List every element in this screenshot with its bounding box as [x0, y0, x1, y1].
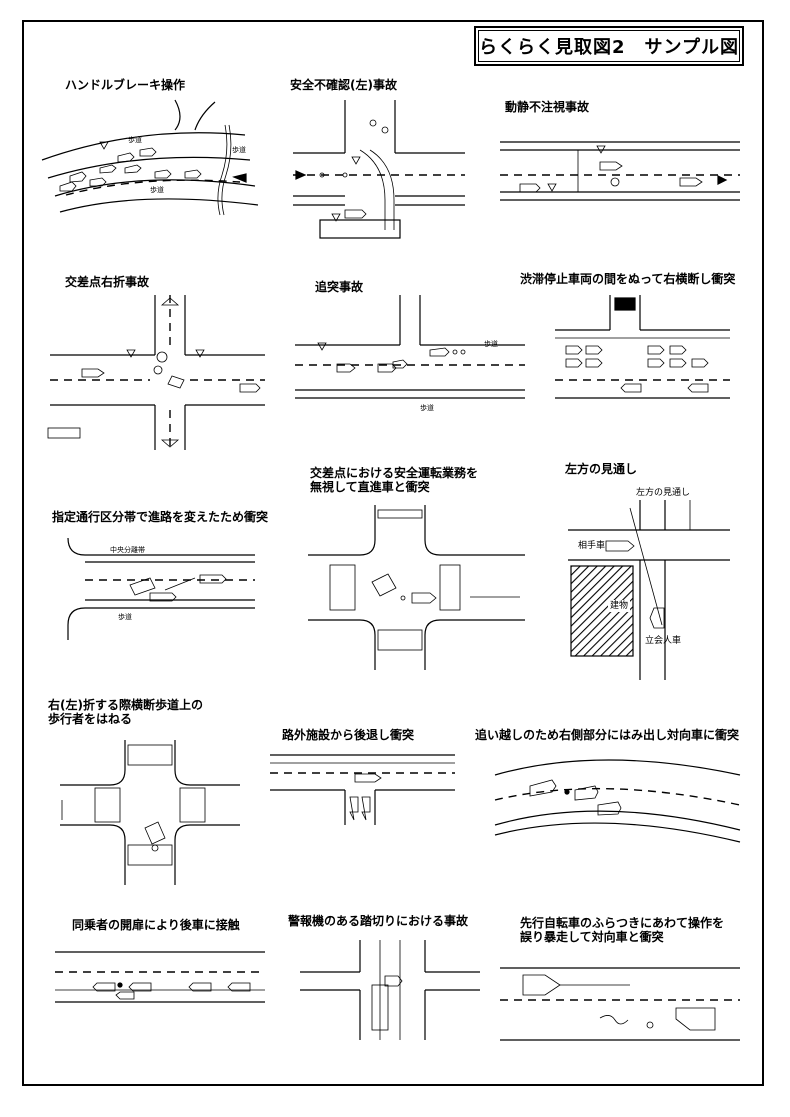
caption-bicycle-line2: 誤り暴走して対向車と衝突	[520, 930, 664, 944]
diagram-intersection-straight	[308, 505, 525, 670]
caption-left-check: 安全不確認(左)事故	[290, 78, 397, 92]
label-sidewalk-5b: 歩道	[420, 404, 434, 412]
label-building: 建物	[610, 601, 629, 611]
label-sidewalk-1b: 歩道	[150, 186, 164, 194]
caption-crosswalk-line1: 右(左)折する際横断歩道上の	[48, 698, 203, 712]
caption-intersection-line2: 無視して直進車と衝突	[310, 480, 430, 494]
diagram-railway-crossing	[300, 940, 480, 1040]
caption-overtake: 追い越しのため右側部分にはみ出し対向車に衝突	[475, 728, 740, 742]
diagram-reverse-facility	[270, 754, 455, 825]
label-sidewalk-5: 歩道	[484, 340, 498, 348]
label-visibility-note: 左方の見通し	[636, 488, 691, 498]
page-frame	[22, 20, 764, 1086]
caption-traffic-jam: 渋滞停止車両の間をぬって右横断し衝突	[520, 272, 736, 286]
diagram-right-turn	[47, 295, 265, 450]
diagram-door-open	[55, 951, 265, 1003]
caption-inattention: 動静不注視事故	[505, 100, 590, 114]
title-box: らくらく見取図2 サンプル図	[474, 26, 744, 66]
caption-left-visibility: 左方の見通し	[565, 462, 638, 476]
diagram-inattention	[500, 141, 740, 201]
diagram-crosswalk-pedestrian	[60, 740, 240, 885]
diagram-overtake	[494, 759, 741, 843]
caption-lane-change: 指定通行区分帯で進路を変えたため衝突	[52, 510, 269, 524]
diagram-lane-change	[67, 537, 255, 640]
caption-right-turn: 交差点右折事故	[65, 275, 150, 289]
diagram-handle-brake	[41, 99, 259, 216]
diagram-left-check	[293, 100, 465, 239]
caption-rear-end: 追突事故	[315, 280, 364, 294]
caption-crosswalk-line2: 歩行者をはねる	[48, 712, 133, 726]
caption-handle-brake: ハンドルブレーキ操作	[65, 78, 186, 92]
caption-door-open: 同乗者の開扉により後車に接触	[72, 918, 240, 932]
diagram-traffic-jam	[555, 295, 730, 399]
label-witness-vehicle: 立会人車	[645, 636, 682, 646]
diagram-left-visibility	[568, 500, 730, 680]
label-sidewalk-1a: 歩道	[128, 136, 142, 144]
label-other-vehicle: 相手車	[578, 541, 606, 551]
caption-railway-crossing: 警報機のある踏切りにおける事故	[288, 914, 469, 928]
caption-reverse-facility: 路外施設から後退し衝突	[282, 728, 415, 742]
diagram-rear-end	[295, 295, 525, 399]
caption-intersection-line1: 交差点における安全運転業務を	[310, 466, 479, 480]
diagram-bicycle	[500, 967, 740, 1041]
label-sidewalk-9: 歩道	[118, 613, 132, 621]
label-median: 中央分離帯	[110, 546, 145, 554]
caption-bicycle-line1: 先行自転車のふらつきにあわて操作を	[520, 916, 725, 930]
label-sidewalk-1c: 歩道	[232, 146, 246, 154]
